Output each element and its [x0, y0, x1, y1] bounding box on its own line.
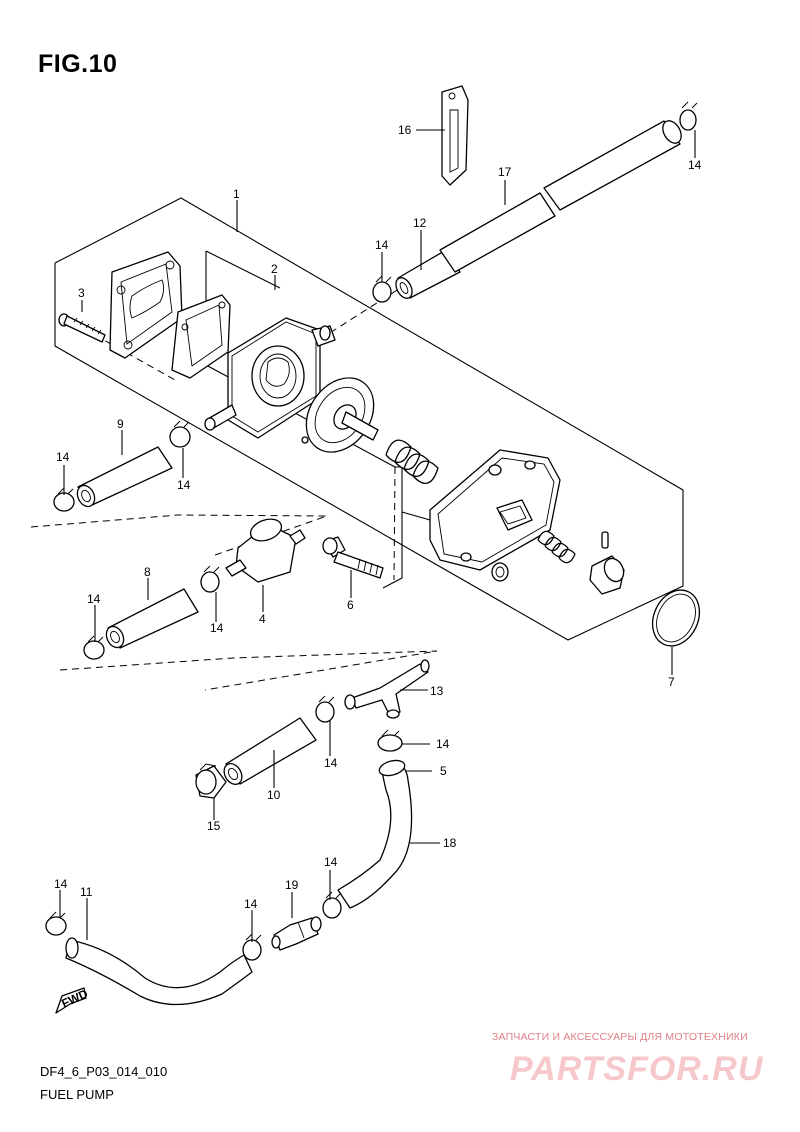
callout-14-h: 14: [324, 756, 338, 770]
screw-part-3: [58, 313, 106, 343]
clamp-14-i: [45, 911, 67, 936]
hose-part-10: [223, 717, 317, 785]
o-ring-part-7: [651, 589, 701, 647]
clamp-14-f: [83, 635, 105, 660]
clamp-14-e: [200, 565, 220, 593]
inline-filter-part-19: [271, 916, 322, 951]
callout-14-k: 14: [244, 897, 258, 911]
leader-lines: [59, 129, 696, 942]
callout-16: 16: [398, 123, 412, 137]
callout-18: 18: [443, 836, 457, 850]
gasket: [171, 294, 231, 379]
callout-11: 11: [80, 885, 93, 899]
hose-part-12: [395, 249, 461, 299]
callout-7: 7: [668, 675, 675, 689]
fuel-filter-part-4: [225, 518, 306, 583]
callout-8: 8: [144, 565, 151, 579]
clip-part-15: [195, 763, 227, 799]
alignment-lines: [30, 284, 438, 691]
clamp-14-j: [242, 933, 262, 961]
watermark-tagline: ЗАПЧАСТИ И АКСЕССУАРЫ ДЛЯ МОТОТЕХНИКИ: [492, 1031, 748, 1043]
diaphragm-spring: [385, 439, 439, 484]
fwd-arrow-icon: FWD: [55, 986, 90, 1014]
callout-5: 5: [440, 764, 447, 778]
t-joint-part-13: [344, 659, 430, 719]
callout-12: 12: [413, 216, 427, 230]
bolt-part-6: [322, 536, 384, 579]
callout-14-i: 14: [54, 877, 68, 891]
callout-13: 13: [430, 684, 444, 698]
callout-14-b: 14: [375, 238, 389, 252]
hose-part-11: [65, 937, 253, 1006]
hose-part-18: [337, 759, 413, 909]
callout-2: 2: [271, 262, 278, 276]
callout-14-g: 14: [436, 737, 450, 751]
callout-labels: 1 2 3 4 5 6 7 8 9 10 11 12 13 14 14 14 1…: [54, 123, 702, 911]
fwd-label: FWD: [59, 986, 90, 1010]
hose-clamps-part-14: [45, 101, 698, 961]
clamp-14-a: [679, 101, 698, 131]
clamp-14-h: [377, 729, 403, 752]
callout-19: 19: [285, 878, 299, 892]
callout-14-a: 14: [688, 158, 702, 172]
callout-1: 1: [233, 187, 240, 201]
hose-part-8: [105, 588, 199, 649]
hose-part-9: [76, 446, 173, 508]
callout-14-j: 14: [324, 855, 338, 869]
diaphragm: [301, 377, 379, 453]
figure-title: FIG.10: [38, 50, 118, 78]
hose-clip-part-16: [441, 85, 469, 186]
callout-15: 15: [207, 819, 221, 833]
clamp-14-c: [169, 420, 191, 448]
assembly-name: FUEL PUMP: [40, 1087, 114, 1102]
callout-4: 4: [259, 612, 266, 626]
callout-14-e: 14: [87, 592, 101, 606]
clamp-14-g: [315, 695, 335, 723]
clamp-14-k: [322, 891, 342, 919]
callout-10: 10: [267, 788, 281, 802]
plunger-spring: [537, 530, 625, 595]
clamp-14-d: [53, 487, 75, 512]
pump-lower-body: [429, 449, 561, 582]
callout-14-c: 14: [56, 450, 70, 464]
hose-part-17: [439, 120, 682, 273]
callout-3: 3: [78, 286, 85, 300]
callout-9: 9: [117, 417, 124, 431]
callout-14-f: 14: [210, 621, 224, 635]
pump-cover-plate: [109, 251, 183, 359]
callout-17: 17: [498, 165, 512, 179]
callout-6: 6: [347, 598, 354, 612]
watermark-logo: PARTSFOR.RU: [510, 1050, 764, 1088]
callout-14-d: 14: [177, 478, 191, 492]
clamp-14-b: [372, 275, 392, 303]
drawing-code: DF4_6_P03_014_010: [40, 1064, 168, 1079]
